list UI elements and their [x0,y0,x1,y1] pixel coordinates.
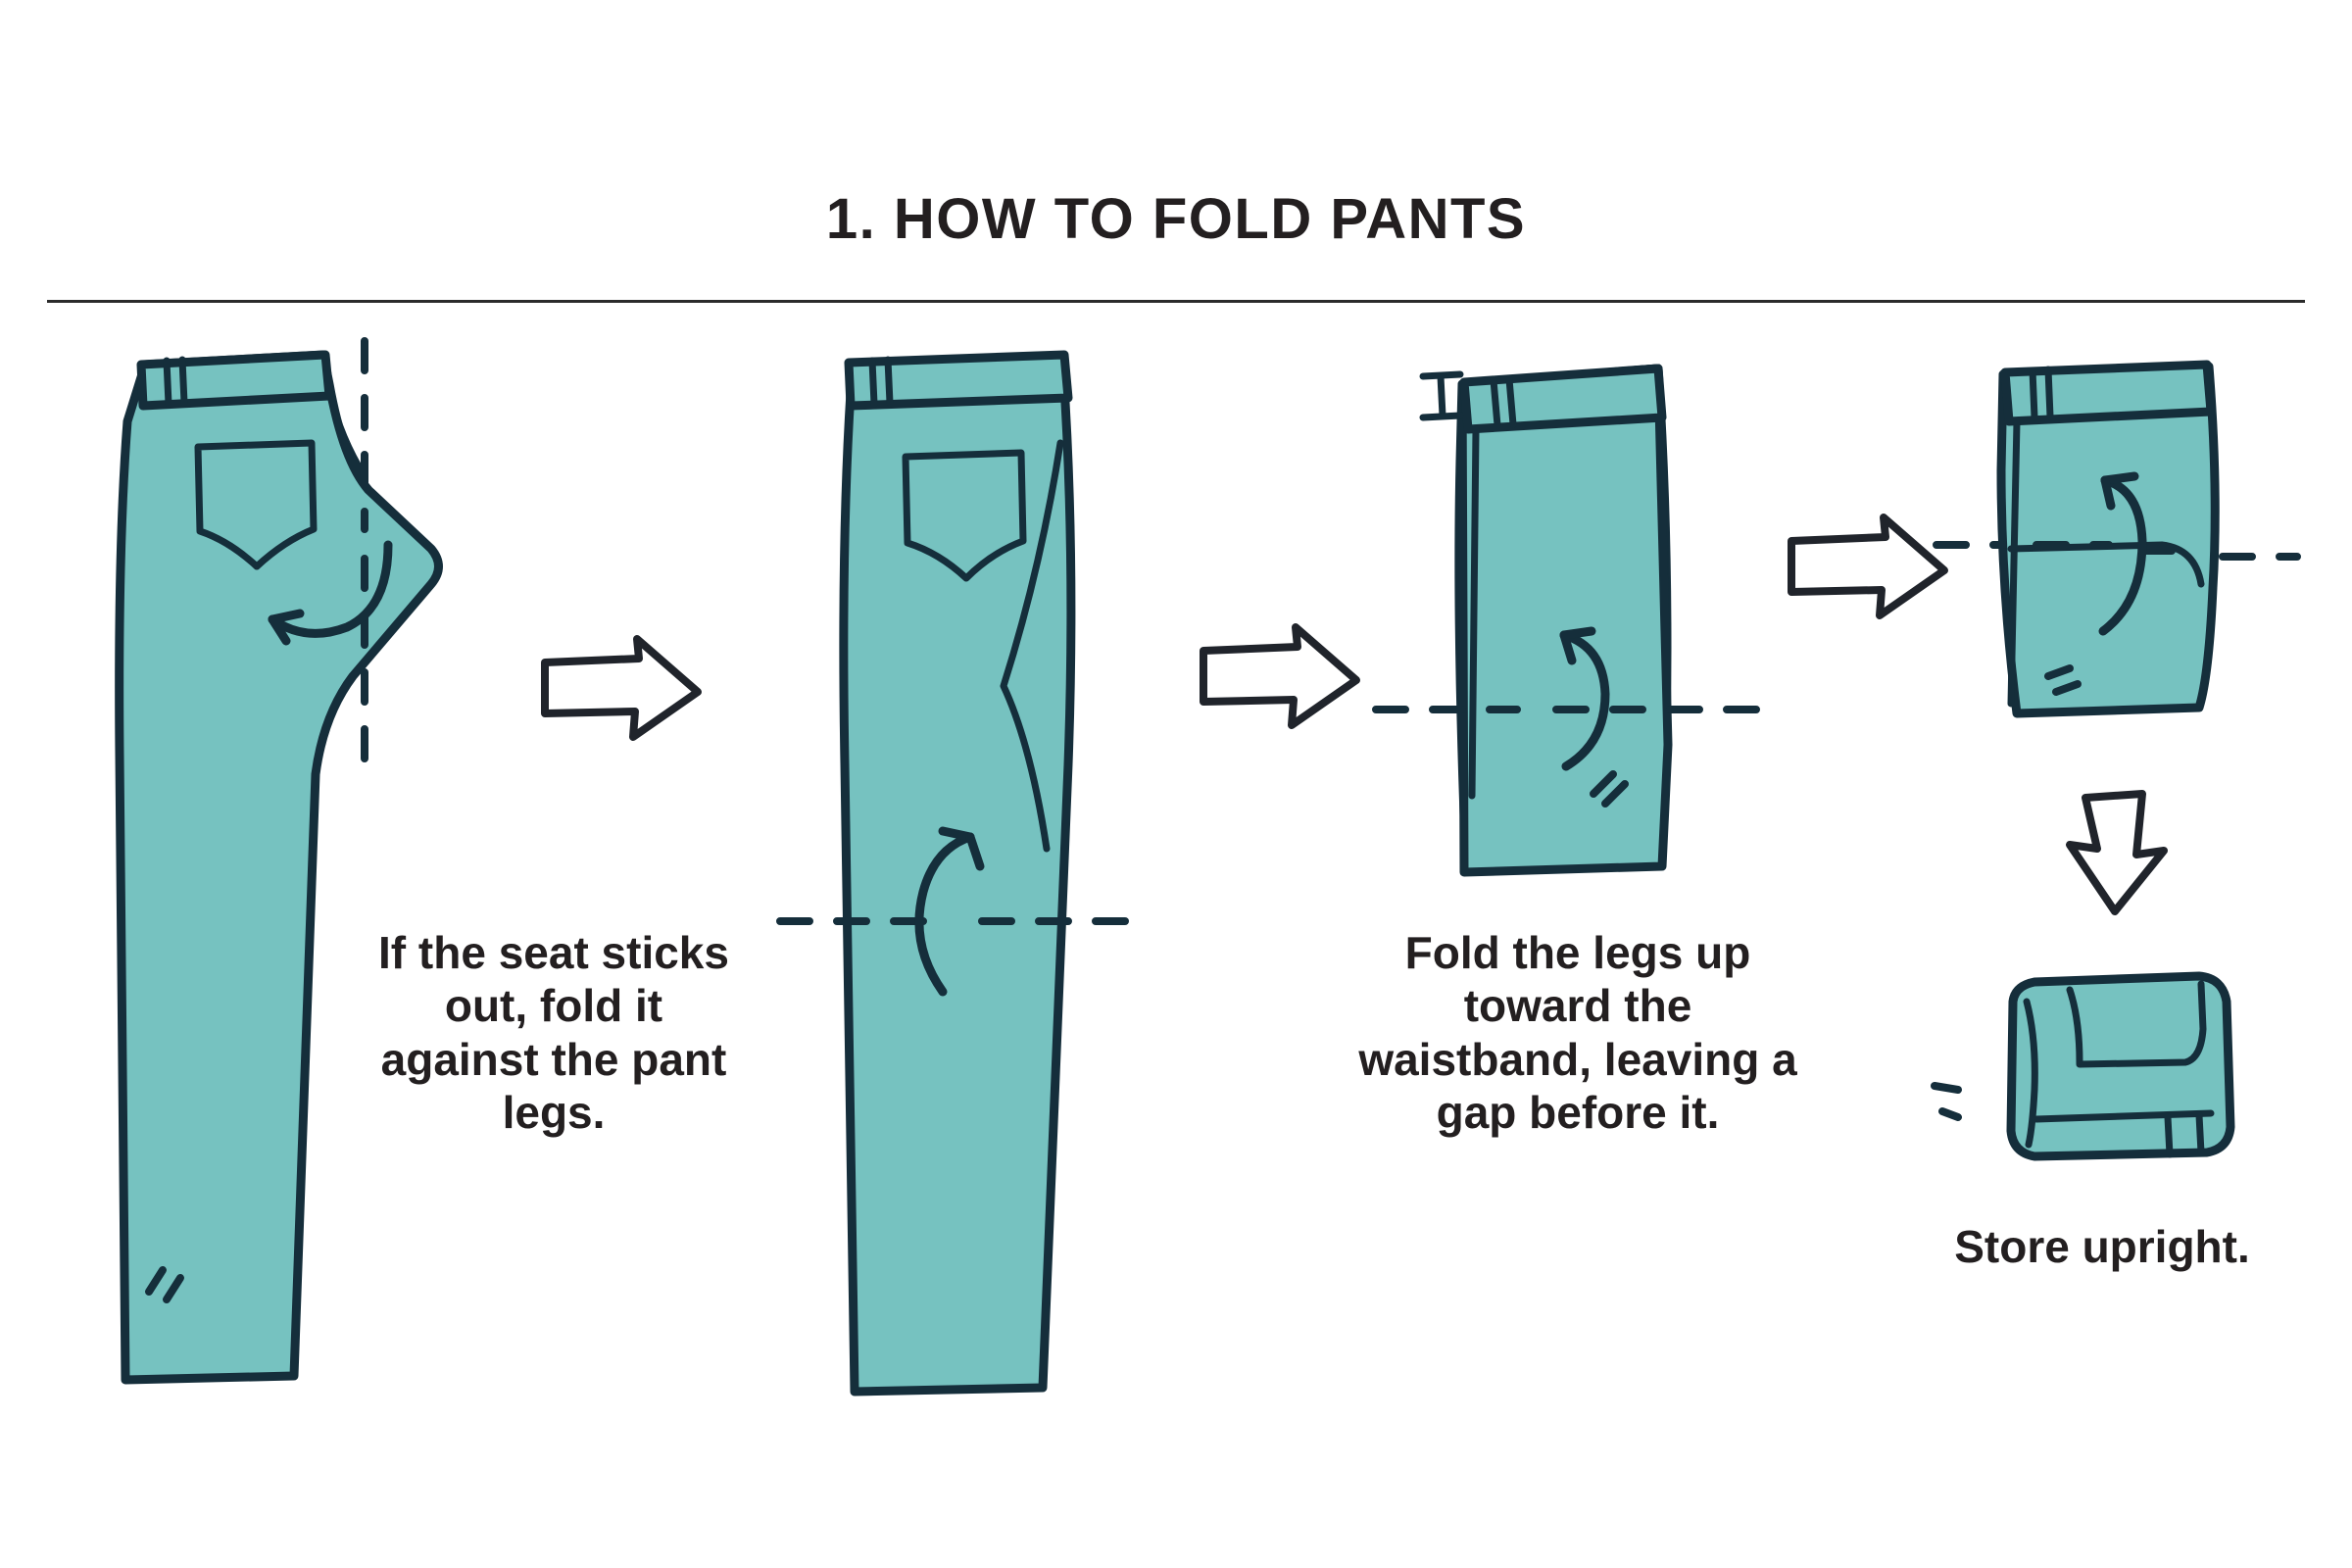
figure-pants-side-view [115,337,443,1385]
arrow-step4-to-step5 [2066,790,2168,915]
figure-pants-folded-bundle [1931,971,2235,1161]
figure-pants-legs-folded-column [1372,364,1760,877]
caption-step-2: If the seat sticks out, fold it against … [378,927,729,1138]
curved-up-arrow-3 [1559,626,1610,771]
caption-step-5: Store upright. [1954,1221,2250,1272]
figure-pants-folded-block [1933,360,2301,718]
arrow-step3-to-step4 [1788,514,1948,619]
caption-step-3: Fold the legs up toward the waistband, l… [1358,927,1797,1138]
curved-up-arrow-4 [2098,471,2147,636]
header-divider [47,300,2305,303]
arrow-step2-to-step3 [1200,623,1360,729]
page-title: 1. HOW TO FOLD PANTS [825,187,1527,251]
curved-up-arrow-2 [914,826,985,997]
gap-i-beam-marker [1419,370,1464,421]
arrow-step1-to-step2 [541,635,702,741]
figure-pants-seat-folded [776,350,1149,1396]
curved-left-arrow [268,540,393,646]
